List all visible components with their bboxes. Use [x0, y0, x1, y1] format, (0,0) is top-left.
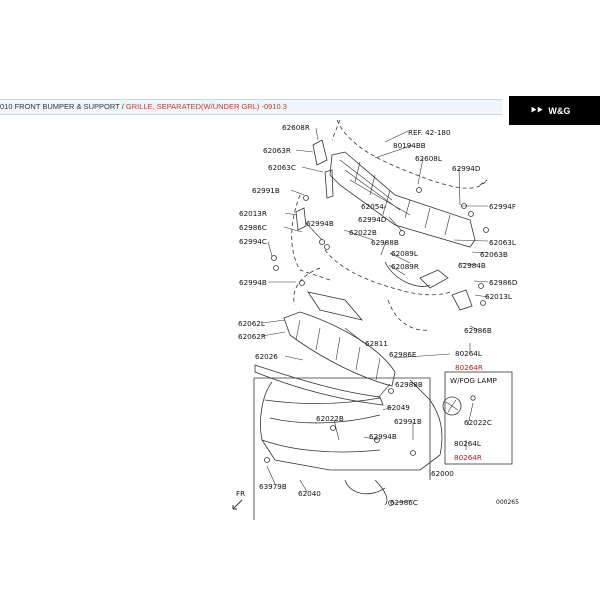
bracket-62986d-drawing [451, 289, 473, 311]
part-62013l[interactable]: 62013L [485, 292, 512, 301]
bracket-62013r-drawing [295, 207, 307, 231]
diagram-drawing [232, 119, 513, 520]
bumper-group-frame [253, 377, 431, 520]
side-bracket-62089-drawing [384, 261, 431, 287]
part-62089r[interactable]: 62089R [391, 262, 419, 271]
part-62040[interactable]: 62040 [298, 489, 321, 498]
figure-number: 000265 [496, 499, 519, 506]
part-62062r[interactable]: 62062R [238, 332, 266, 341]
part-62986d[interactable]: 62986D [489, 278, 518, 287]
part-62994d-center[interactable]: 62994D [358, 215, 387, 224]
part-62000[interactable]: 62000 [431, 469, 454, 478]
part-80264l[interactable]: 80264L [455, 349, 482, 358]
fog-lamp-box-title: W/FOG LAMP [450, 376, 497, 385]
part-80194bb[interactable]: 80194BB [393, 141, 426, 150]
part-62986b[interactable]: 62986B [464, 326, 492, 335]
part-62062l[interactable]: 62062L [238, 319, 265, 328]
part-62026[interactable]: 62026 [255, 352, 278, 361]
part-62986c-lower[interactable]: 62986C [390, 498, 418, 507]
part-62089l[interactable]: 62089L [391, 249, 418, 258]
part-62994f[interactable]: 62994F [489, 202, 516, 211]
part-62608l[interactable]: 62608L [415, 154, 442, 163]
part-62022b-upper[interactable]: 62022B [349, 228, 377, 237]
part-80264l-fog[interactable]: 80264L [454, 439, 481, 448]
breadcrumb-current-link[interactable]: GRILLE, SEPARATED(W/UNDER GRL) -0910.3 [125, 102, 287, 111]
front-arrow-icon [232, 499, 243, 510]
part-62994c[interactable]: 62994C [239, 237, 267, 246]
brand-logo-text: W&G [548, 105, 571, 116]
front-bumper-fascia-drawing [260, 379, 443, 471]
part-62994b-upper[interactable]: 62994B [306, 219, 334, 228]
part-62054[interactable]: 62054 [361, 202, 384, 211]
front-direction-label: FR [236, 489, 245, 498]
fog-lamp-drawing [442, 396, 462, 416]
part-80264r-fog[interactable]: 80264R [454, 453, 482, 462]
part-62994b-lower[interactable]: 62994B [369, 432, 397, 441]
part-62991b[interactable]: 62991B [252, 186, 280, 195]
part-62063r[interactable]: 62063R [263, 146, 291, 155]
breadcrumb: 010 FRONT BUMPER & SUPPORT / GRILLE, SEP… [0, 99, 502, 115]
bumper-reinforcement-drawing [329, 151, 476, 248]
part-62991b-lower[interactable]: 62991B [394, 417, 422, 426]
part-62063l[interactable]: 62063L [489, 238, 516, 247]
part-62994d-right[interactable]: 62994D [452, 164, 481, 173]
part-62988b-upper[interactable]: 62988B [371, 238, 399, 247]
bracket-62063c-drawing [324, 169, 334, 199]
part-62994b-left[interactable]: 62994B [239, 278, 267, 287]
grille-support-drawing [307, 291, 364, 321]
part-62986e[interactable]: 62986E [389, 350, 417, 359]
part-62013r[interactable]: 62013R [239, 209, 267, 218]
part-62063c[interactable]: 62063C [268, 163, 296, 172]
bracket-62608r-drawing [312, 139, 328, 166]
bracket-62084b-drawing [419, 269, 449, 289]
part-62988b-lower[interactable]: 62988B [395, 380, 423, 389]
part-62986c[interactable]: 62986C [239, 223, 267, 232]
breadcrumb-path: 010 FRONT BUMPER & SUPPORT / [0, 102, 126, 111]
part-80264r[interactable]: 80264R [455, 363, 483, 372]
part-62811[interactable]: 62811 [365, 339, 388, 348]
brand-logo: ⯈⯈ W&G [509, 96, 600, 125]
fog-lamp-frame [444, 371, 513, 465]
wg-arrows-icon: ⯈⯈ [530, 105, 543, 115]
part-62063b[interactable]: 62063B [480, 250, 508, 259]
reference-label: REF. 42-180 [408, 128, 451, 137]
part-62049[interactable]: 62049 [387, 403, 410, 412]
part-63979b[interactable]: 63979B [259, 482, 287, 491]
grille-drawing [283, 311, 396, 387]
lower-reinforcement-drawing [254, 364, 384, 406]
part-62608r[interactable]: 62608R [282, 123, 310, 132]
vehicle-body-outline [293, 119, 488, 331]
part-62984b[interactable]: 62984B [458, 261, 486, 270]
part-62022c[interactable]: 62022C [464, 418, 492, 427]
upper-cover-drawing [291, 194, 331, 281]
part-62022b-lower[interactable]: 62022B [316, 414, 344, 423]
